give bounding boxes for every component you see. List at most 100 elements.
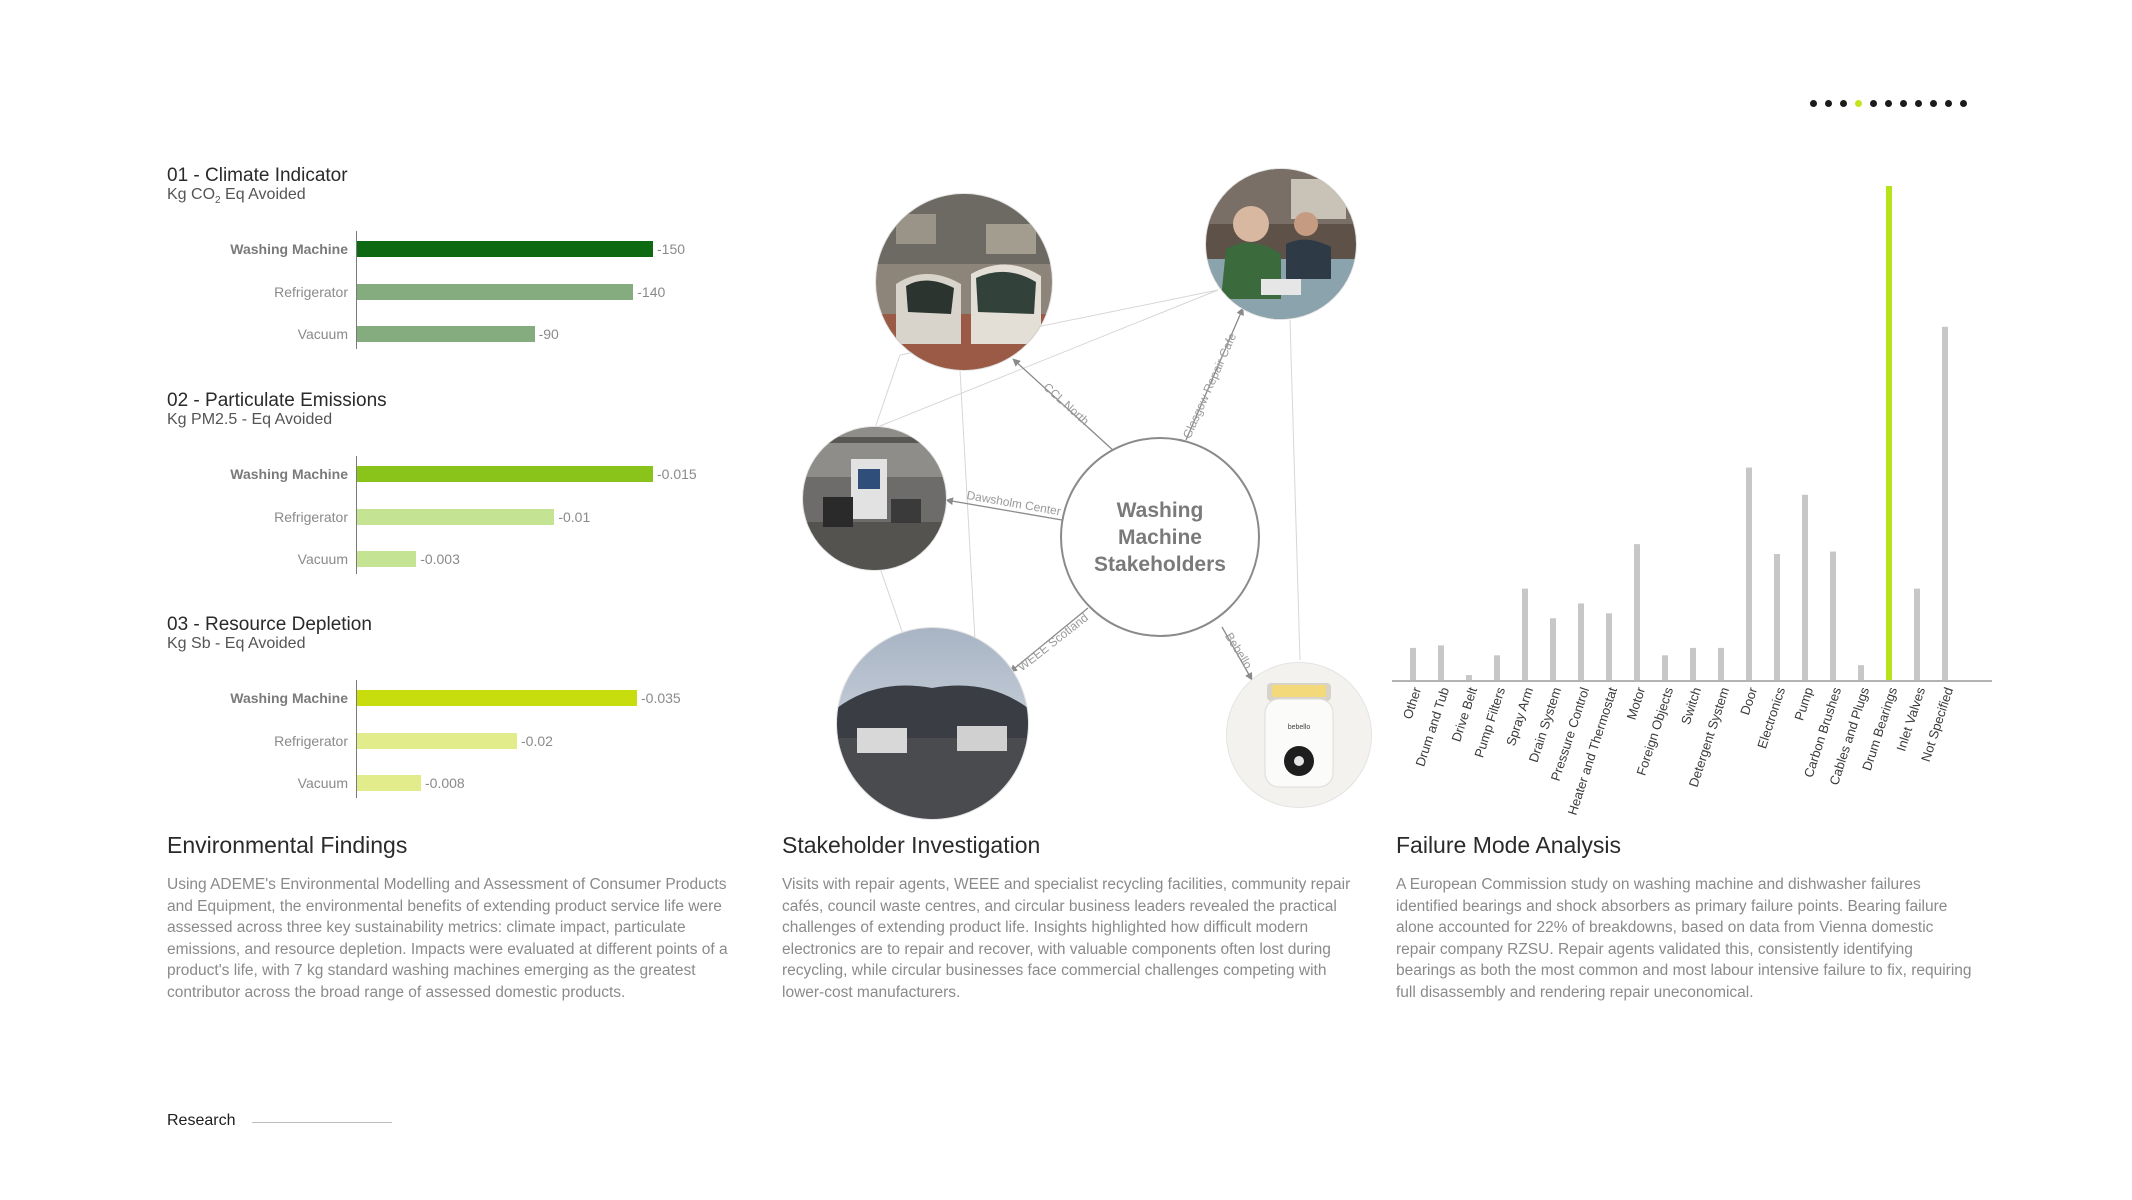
chart-1-axis (356, 231, 357, 349)
failure-bar-12 (1718, 647, 1724, 680)
page-dot-3[interactable] (1840, 100, 1847, 107)
failure-bar-20 (1942, 326, 1948, 680)
failure-bar-18 (1886, 186, 1892, 680)
chart-2-title: 02 - Particulate Emissions (167, 390, 387, 411)
page-dot-5[interactable] (1870, 100, 1877, 107)
chart-1-unit: Kg CO2 Eq Avoided (167, 186, 306, 206)
chart-3-axis (356, 680, 357, 798)
page-dot-9[interactable] (1930, 100, 1937, 107)
hub-line-3: Stakeholders (1094, 552, 1226, 576)
failure-bar-9 (1634, 544, 1640, 680)
stakeholder-investigation-body: Visits with repair agents, WEEE and spec… (782, 876, 1351, 1001)
failure-bar-5 (1522, 588, 1528, 680)
failure-bar-1 (1410, 647, 1416, 680)
failure-mode-analysis-body: A European Commission study on washing m… (1396, 876, 1972, 1001)
page-dot-1[interactable] (1810, 100, 1817, 107)
dawsholm-center-photo (803, 427, 946, 570)
chart-3-label-1: Washing Machine (230, 690, 348, 706)
chart-1-value-3: -90 (538, 326, 559, 342)
bebello-brand-text: bebello (1288, 724, 1311, 731)
failure-bar-8 (1606, 613, 1612, 680)
failure-bar-15 (1802, 494, 1808, 680)
chart-1-bar-2 (357, 283, 634, 300)
chart-1-label-3: Vacuum (297, 326, 348, 342)
failure-category-label-3: Drive Belt (1448, 685, 1480, 744)
failure-category-label-11: Switch (1678, 685, 1704, 726)
pagination-dots[interactable] (1810, 100, 1967, 107)
chart-2-label-1: Washing Machine (230, 466, 348, 482)
chart-2-label-3: Vacuum (297, 551, 348, 567)
failure-bar-19 (1914, 588, 1920, 680)
chart-2-bar-1 (357, 466, 653, 482)
page-dot-10[interactable] (1945, 100, 1952, 107)
chart-3-value-1: -0.035 (641, 690, 681, 706)
page-dot-11[interactable] (1960, 100, 1967, 107)
failure-bar-7 (1578, 603, 1584, 680)
chart-2-value-1: -0.015 (657, 466, 697, 482)
failure-bar-2 (1438, 645, 1444, 680)
chart-1-title: 01 - Climate Indicator (167, 165, 348, 186)
chart-1-label-2: Refrigerator (274, 283, 348, 300)
failure-mode-analysis-title: Failure Mode Analysis (1396, 832, 1621, 858)
chart-1-bar-1 (357, 241, 653, 257)
chart-2-unit: Kg PM2.5 - Eq Avoided (167, 411, 332, 429)
chart-3-bar-1 (357, 690, 637, 706)
failure-bar-13 (1746, 467, 1752, 680)
chart-3-bar-2 (357, 732, 517, 749)
chart-3-label-3: Vacuum (297, 775, 348, 791)
chart-2-bar-3 (357, 551, 417, 567)
weee-scotland-photo (837, 628, 1028, 819)
failure-bar-17 (1858, 665, 1864, 680)
chart-1-value-2: -140 (637, 283, 666, 300)
failure-category-label-5: Spray Arm (1503, 685, 1536, 747)
failure-bar-6 (1550, 618, 1556, 680)
page-dot-4[interactable] (1855, 100, 1862, 107)
page-dot-2[interactable] (1825, 100, 1832, 107)
failure-bar-10 (1662, 655, 1668, 680)
hub-line-2: Machine (1117, 525, 1202, 549)
chart-1-unit-subscript: 2 (215, 195, 221, 207)
chart-2-value-2: -0.01 (558, 508, 591, 525)
hub-line-1: Washing (1116, 498, 1204, 522)
failure-category-label-14: Electronics (1754, 685, 1788, 751)
chart-1-unit-suffix: Eq Avoided (220, 186, 306, 203)
failure-bar-16 (1830, 551, 1836, 680)
failure-bar-11 (1690, 647, 1696, 680)
chart-3-title: 03 - Resource Depletion (167, 614, 372, 635)
chart-3-unit: Kg Sb - Eq Avoided (167, 635, 305, 653)
chart-1-unit-text: Kg CO (167, 186, 216, 203)
chart-1-value-1: -150 (657, 241, 686, 257)
page-dot-8[interactable] (1915, 100, 1922, 107)
environmental-findings-body: Using ADEME's Environmental Modelling an… (167, 876, 728, 1001)
chart-1-label-1: Washing Machine (230, 241, 348, 257)
chart-2-unit-text: Kg PM2.5 - Eq Avoided (167, 411, 333, 428)
chart-2-label-2: Refrigerator (274, 508, 348, 525)
stakeholder-hub: Washing Machine Stakeholders (1060, 437, 1260, 637)
bebello-product-photo: bebello (1227, 663, 1371, 807)
footer-rule (252, 1122, 392, 1123)
failure-bar-14 (1774, 554, 1780, 680)
stakeholder-investigation-title: Stakeholder Investigation (782, 832, 1041, 858)
page-dot-7[interactable] (1900, 100, 1907, 107)
failure-bar-3 (1466, 675, 1472, 680)
ccl-north-photo (876, 194, 1052, 370)
page-dot-6[interactable] (1885, 100, 1892, 107)
chart-3-label-2: Refrigerator (274, 732, 348, 749)
environmental-findings-title: Environmental Findings (167, 832, 408, 858)
failure-category-label-15: Pump (1791, 685, 1816, 722)
failure-category-label-1: Other (1400, 685, 1425, 721)
failure-category-label-9: Motor (1624, 685, 1649, 722)
chart-2-value-3: -0.003 (420, 551, 460, 567)
chart-2-bar-2 (357, 508, 555, 525)
chart-2-axis (356, 456, 357, 574)
chart-1-bar-3 (357, 326, 535, 342)
repair-cafe-photo (1206, 169, 1356, 319)
failure-bar-4 (1494, 655, 1500, 680)
footer-section-label: Research (167, 1112, 236, 1129)
chart-3-value-3: -0.008 (425, 775, 465, 791)
chart-3-value-2: -0.02 (521, 732, 553, 749)
chart-3-bar-3 (357, 775, 421, 791)
chart-3-unit-text: Kg Sb - Eq Avoided (167, 635, 306, 652)
